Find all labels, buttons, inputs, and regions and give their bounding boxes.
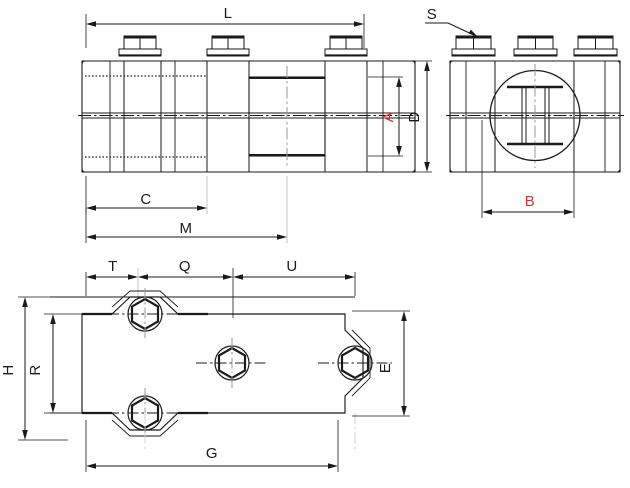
label-H: H bbox=[0, 364, 17, 375]
label-G: G bbox=[206, 445, 218, 462]
dimension-G bbox=[85, 420, 339, 472]
dimension-C bbox=[85, 176, 208, 214]
label-A: A bbox=[380, 112, 397, 123]
dimension-Q bbox=[138, 268, 234, 318]
dimension-T bbox=[85, 268, 139, 300]
dimension-D bbox=[383, 60, 432, 173]
leader-S bbox=[425, 22, 479, 38]
bolt-head-side-1 bbox=[451, 35, 496, 57]
dimension-label-layer: L C M A D S B T Q U H R E G bbox=[0, 5, 535, 462]
view-plan bbox=[18, 268, 410, 472]
bolt-head-group-front bbox=[118, 35, 368, 57]
label-L: L bbox=[224, 5, 233, 22]
bolt-head-side-2 bbox=[513, 35, 558, 57]
label-D: D bbox=[406, 111, 423, 122]
label-Q: Q bbox=[179, 258, 191, 275]
dimension-A bbox=[368, 76, 403, 157]
bolt-head-front-3 bbox=[324, 35, 368, 57]
view-front-elevation bbox=[78, 14, 432, 243]
bolt-head-side-3 bbox=[573, 35, 618, 57]
label-M: M bbox=[180, 220, 193, 237]
dimension-H bbox=[18, 296, 68, 441]
dimension-R bbox=[44, 313, 92, 414]
dimension-U bbox=[233, 272, 356, 296]
label-C: C bbox=[140, 191, 151, 208]
dimension-B bbox=[481, 120, 575, 218]
label-R: R bbox=[27, 364, 44, 375]
front-split-joint bbox=[82, 112, 415, 119]
dimension-L bbox=[85, 14, 365, 48]
label-B: B bbox=[525, 193, 536, 210]
label-S: S bbox=[427, 6, 438, 23]
label-T: T bbox=[108, 258, 118, 275]
bolt-head-front-1 bbox=[118, 35, 162, 57]
bolt-head-front-2 bbox=[206, 35, 250, 57]
label-E: E bbox=[377, 363, 394, 374]
front-hidden-bore-lines bbox=[85, 75, 207, 158]
side-body-outline bbox=[449, 60, 621, 173]
bolt-head-group-side bbox=[451, 35, 618, 57]
plan-centerlines bbox=[108, 288, 392, 452]
view-side-section bbox=[425, 22, 624, 218]
dimension-E bbox=[352, 310, 410, 417]
label-U: U bbox=[286, 258, 297, 275]
dimension-M bbox=[85, 176, 288, 243]
